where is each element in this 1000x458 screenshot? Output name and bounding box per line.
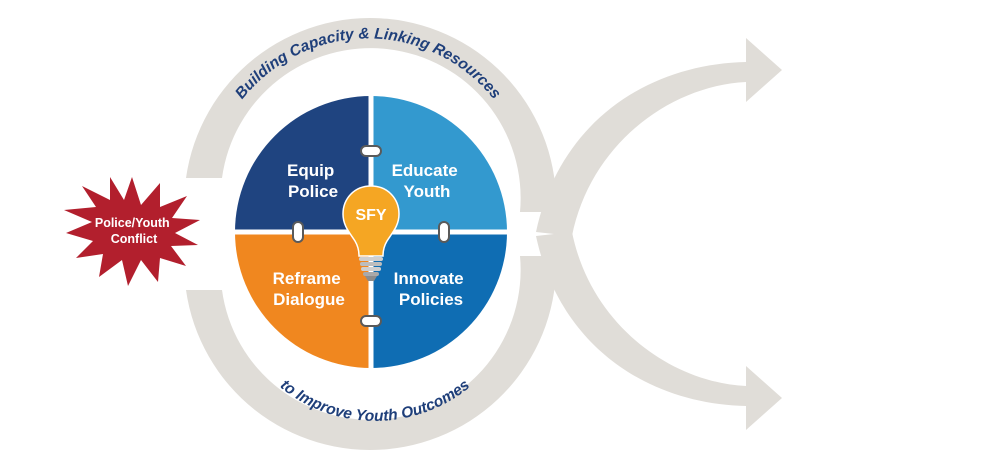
quadrant-educate-youth [371,96,507,232]
lower-flow-arrow [536,232,782,430]
label-equip-police: Equip Police [287,161,339,201]
conflict-starburst: Police/Youth Conflict [64,177,200,286]
lightbulb-icon [342,185,400,281]
label-reframe-dialogue: Reframe Dialogue [273,269,346,309]
outer-ring-top [186,18,557,212]
label-innovate-policies: Innovate Policies [394,269,469,309]
connector-right [438,221,450,243]
arc-top-text: Building Capacity & Linking Resources [232,25,504,102]
connector-top [360,145,382,157]
connector-left [292,221,304,243]
label-educate-youth: Educate Youth [392,161,463,201]
center-label-sfy: SFY [355,207,386,224]
quadrant-innovate-policies [371,232,507,368]
quadrant-equip-police [235,96,371,232]
conflict-label: Police/Youth Conflict [95,216,173,246]
connector-bottom [360,315,382,327]
outer-ring-bottom [186,256,557,450]
quadrant-reframe-dialogue [235,232,371,368]
starburst-icon [64,177,200,286]
upper-flow-arrow [536,38,782,236]
connector-links [292,145,450,327]
